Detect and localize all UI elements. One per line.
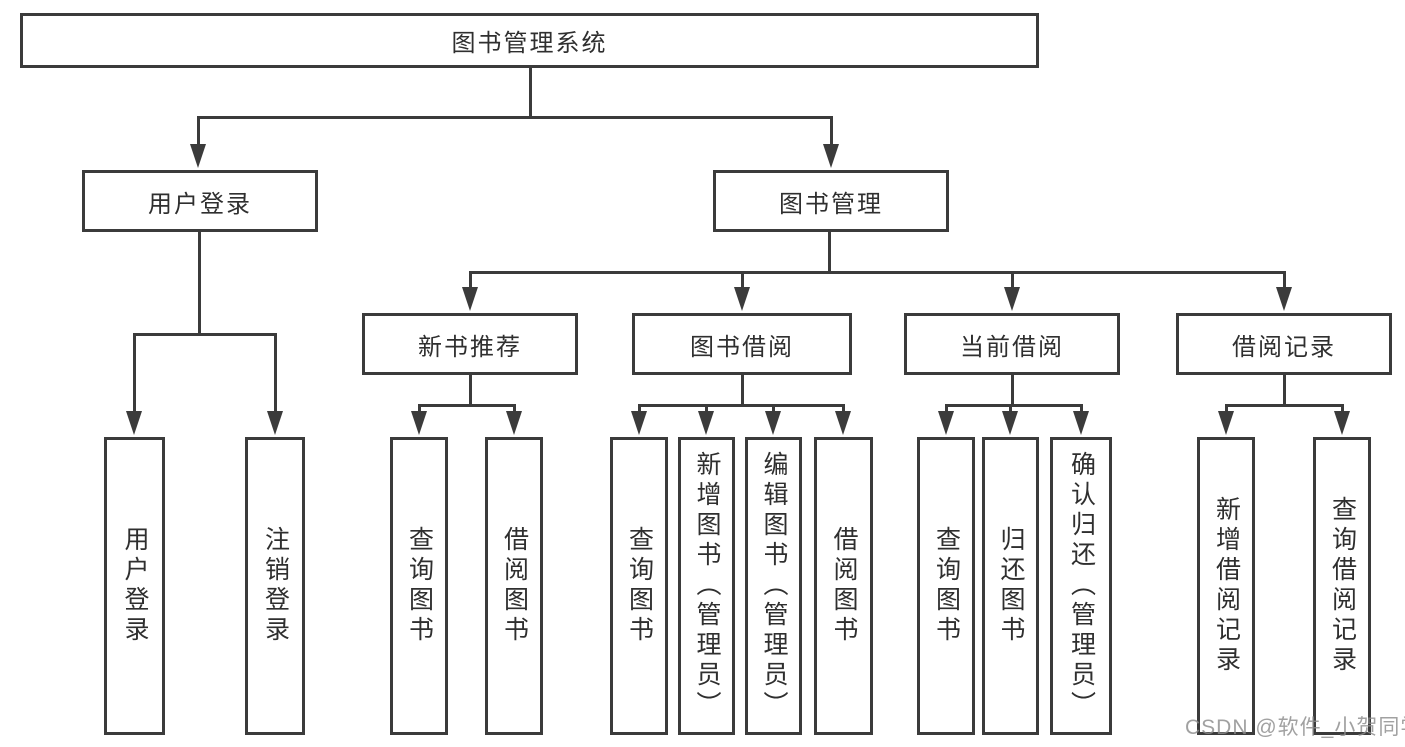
arrow-down-icon — [1334, 411, 1350, 435]
arrow-down-icon — [835, 411, 851, 435]
arrow-down-icon — [1218, 411, 1234, 435]
leaf-logout: 注销登录 — [245, 437, 305, 735]
leaf-add-borrow-record: 新增借阅记录 — [1197, 437, 1255, 735]
connector-stem — [827, 232, 831, 274]
connector-arrow-stem — [417, 405, 421, 415]
arrow-down-icon — [411, 411, 427, 435]
connector-arrow-stem — [637, 405, 641, 415]
connector-arrow-stem — [704, 405, 708, 415]
leaf-borrow-books-2: 借阅图书 — [814, 437, 873, 735]
node-book-management: 图书管理 — [713, 170, 949, 232]
arrow-down-icon — [190, 144, 206, 168]
connector-rail — [469, 271, 1286, 274]
watermark: CSDN @软件_小贺同学 — [1185, 716, 1405, 739]
arrow-down-icon — [938, 411, 954, 435]
arrow-down-icon — [1002, 411, 1018, 435]
connector-arrow-stem — [1224, 405, 1228, 415]
arrow-down-icon — [734, 287, 750, 311]
node-book-borrow: 图书借阅 — [632, 313, 852, 375]
connector-stem — [468, 375, 472, 407]
arrow-down-icon — [126, 411, 142, 435]
connector-stem — [528, 68, 532, 118]
arrow-down-icon — [823, 144, 839, 168]
arrow-down-icon — [506, 411, 522, 435]
node-user-login: 用户登录 — [82, 170, 318, 232]
connector-arrow-stem — [1282, 272, 1286, 291]
arrow-down-icon — [765, 411, 781, 435]
arrow-down-icon — [1004, 287, 1020, 311]
connector-arrow-stem — [740, 272, 744, 291]
connector-arrow-stem — [273, 336, 277, 415]
connector-arrow-stem — [944, 405, 948, 415]
connector-arrow-stem — [1079, 405, 1083, 415]
arrow-down-icon — [631, 411, 647, 435]
connector-arrow-stem — [196, 117, 200, 148]
leaf-query-books-3: 查询图书 — [917, 437, 975, 735]
arrow-down-icon — [462, 287, 478, 311]
leaf-query-borrow-record: 查询借阅记录 — [1313, 437, 1371, 735]
connector-stem — [197, 232, 201, 336]
leaf-confirm-return-admin: 确认归还（管理员） — [1050, 437, 1112, 735]
connector-rail — [133, 333, 277, 336]
node-root: 图书管理系统 — [20, 13, 1039, 68]
connector-stem — [1282, 375, 1286, 407]
connector-rail — [1225, 404, 1344, 407]
leaf-borrow-books-1: 借阅图书 — [485, 437, 543, 735]
arrow-down-icon — [267, 411, 283, 435]
arrow-down-icon — [1276, 287, 1292, 311]
node-current-borrow: 当前借阅 — [904, 313, 1120, 375]
connector-arrow-stem — [1010, 272, 1014, 291]
leaf-return-books: 归还图书 — [982, 437, 1039, 735]
connector-stem — [1010, 375, 1014, 407]
connector-arrow-stem — [512, 405, 516, 415]
connector-arrow-stem — [829, 117, 833, 148]
connector-arrow-stem — [468, 272, 472, 291]
connector-rail — [945, 404, 1083, 407]
leaf-query-books-1: 查询图书 — [390, 437, 448, 735]
connector-arrow-stem — [1340, 405, 1344, 415]
connector-arrow-stem — [132, 336, 136, 415]
connector-arrow-stem — [771, 405, 775, 415]
connector-rail — [638, 404, 845, 407]
connector-arrow-stem — [1008, 405, 1012, 415]
leaf-query-books-2: 查询图书 — [610, 437, 668, 735]
node-new-book-recommend: 新书推荐 — [362, 313, 578, 375]
leaf-add-books-admin: 新增图书（管理员） — [678, 437, 735, 735]
node-borrow-records: 借阅记录 — [1176, 313, 1392, 375]
connector-rail — [197, 116, 833, 119]
arrow-down-icon — [698, 411, 714, 435]
connector-stem — [740, 375, 744, 407]
arrow-down-icon — [1073, 411, 1089, 435]
leaf-user-login: 用户登录 — [104, 437, 165, 735]
connector-arrow-stem — [841, 405, 845, 415]
leaf-edit-books-admin: 编辑图书（管理员） — [745, 437, 802, 735]
connector-rail — [418, 404, 516, 407]
